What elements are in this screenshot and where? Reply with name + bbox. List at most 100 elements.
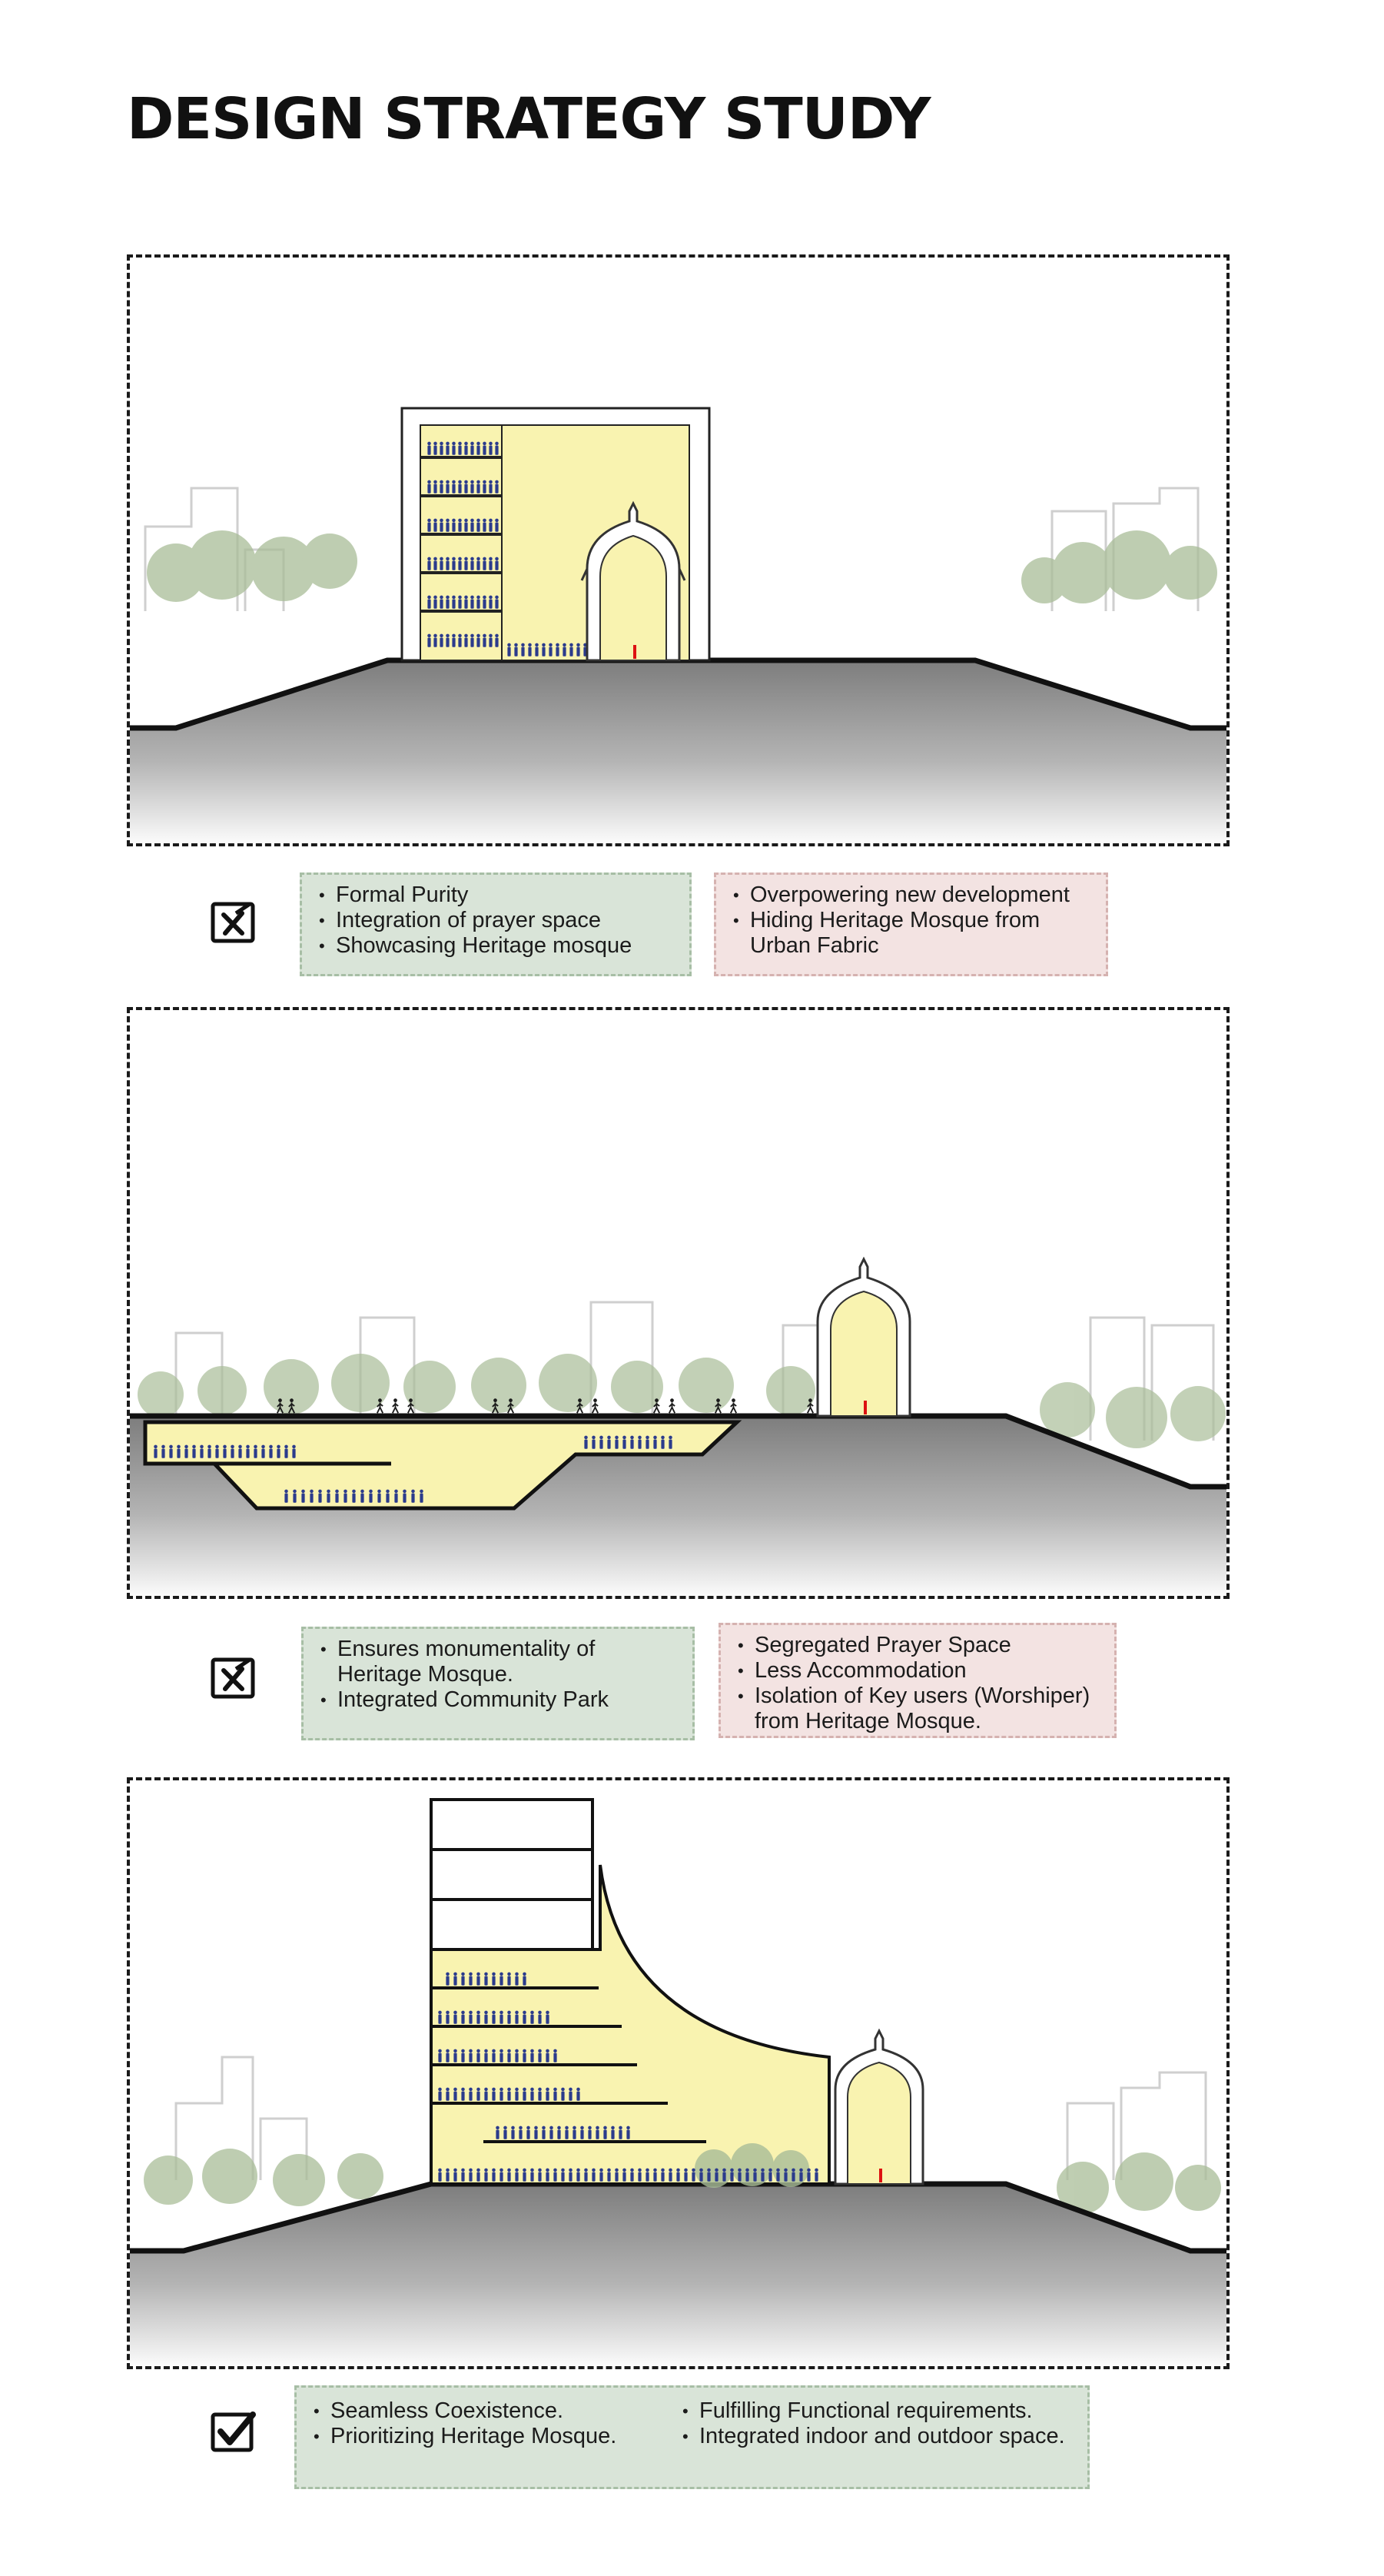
worshipper-figure: [438, 2087, 442, 2101]
worshipper-figure: [542, 643, 546, 656]
approved-checkbox-icon: [211, 2411, 256, 2452]
worshipper-figure: [215, 1444, 219, 1458]
worshipper-figure: [446, 633, 450, 647]
rejected-checkbox-icon: [211, 1657, 255, 1699]
worshipper-figure: [722, 2168, 726, 2182]
pros-item: Integrated Community Park: [319, 1687, 682, 1713]
worshipper-figure: [446, 1972, 450, 1986]
walker-figure: [591, 1398, 599, 1414]
worshipper-figure: [461, 2010, 465, 2024]
worshipper-figure: [592, 2168, 596, 2182]
worshipper-figure: [169, 1444, 173, 1458]
worshipper-figure: [534, 2126, 538, 2139]
worshipper-figure: [301, 1489, 305, 1503]
worshipper-figure: [489, 557, 493, 570]
worshipper-figure: [452, 595, 456, 609]
worshipper-figure: [483, 633, 486, 647]
worshipper-figure: [476, 2168, 480, 2182]
worshipper-figure: [470, 518, 474, 532]
worshipper-figure: [458, 557, 462, 570]
worshipper-figure: [483, 518, 486, 532]
worshipper-figure: [438, 2010, 442, 2024]
walker-figure: [729, 1398, 738, 1414]
worshipper-figure: [483, 595, 486, 609]
pros-item: Formal Purity: [317, 882, 679, 908]
worshipper-figure: [484, 2010, 488, 2024]
worshipper-figure: [386, 1489, 390, 1503]
worshipper-figure: [269, 1444, 273, 1458]
worshipper-figure: [470, 633, 474, 647]
cons-list-2: Segregated Prayer Space Less Accommodati…: [736, 1633, 1104, 1734]
worshipper-figure: [469, 1972, 473, 1986]
pros-box-1: Formal Purity Integration of prayer spac…: [300, 873, 692, 976]
worshipper-figure: [254, 1444, 257, 1458]
worshipper-figure: [344, 1489, 347, 1503]
worshipper-figure: [464, 480, 468, 494]
worshipper-figure: [638, 1435, 642, 1449]
worshipper-figure: [483, 480, 486, 494]
cons-box-1: Overpowering new development Hiding Heri…: [714, 873, 1108, 976]
worshipper-figure: [469, 2087, 473, 2101]
worshipper-figure: [492, 2010, 496, 2024]
worshipper-figure: [452, 480, 456, 494]
worshipper-figure: [563, 643, 566, 656]
worshipper-figure: [231, 1444, 234, 1458]
worshipper-figure: [223, 1444, 227, 1458]
worshipper-figure: [440, 441, 443, 455]
walker-figure: [668, 1398, 676, 1414]
worshipper-figure: [507, 1972, 511, 1986]
worshipper-figure: [569, 2087, 573, 2101]
heritage-mosque: [834, 2028, 924, 2185]
worshipper-figure: [440, 557, 443, 570]
worshipper-figure: [530, 2049, 534, 2062]
worshipper-figure: [440, 518, 443, 532]
worshipper-figure: [549, 643, 553, 656]
worshipper-figure: [500, 2168, 503, 2182]
worshipper-figure: [761, 2168, 765, 2182]
trees: [138, 1354, 1226, 1448]
worshipper-figure: [433, 595, 437, 609]
worshipper-figure: [815, 2168, 818, 2182]
worshipper-figure: [495, 480, 499, 494]
worshipper-figure: [177, 1444, 181, 1458]
worshipper-figure: [661, 2168, 665, 2182]
worshipper-figure: [519, 2126, 523, 2139]
worshipper-figure: [500, 2010, 503, 2024]
worshipper-figure: [476, 480, 480, 494]
worshipper-figure: [745, 2168, 749, 2182]
worshipper-figure: [538, 2049, 542, 2062]
worshipper-figure: [476, 2049, 480, 2062]
worshipper-figure: [799, 2168, 803, 2182]
pros-item: Seamless Coexistence.: [312, 2398, 650, 2424]
worshipper-figure: [495, 595, 499, 609]
worshipper-figure: [446, 518, 450, 532]
worshipper-figure: [200, 1444, 204, 1458]
pros-box-2: Ensures monumentality of Heritage Mosque…: [301, 1627, 695, 1740]
worshipper-figure: [553, 2049, 557, 2062]
worshipper-figure: [807, 2168, 811, 2182]
worshipper-figure: [369, 1489, 373, 1503]
worshipper-figure: [433, 480, 437, 494]
worshipper-figure: [470, 441, 474, 455]
pros-box-3: Seamless Coexistence. Prioritizing Herit…: [294, 2385, 1090, 2489]
worshipper-figure: [458, 441, 462, 455]
worshipper-figure: [489, 595, 493, 609]
worshipper-figure: [495, 557, 499, 570]
worshipper-figure: [615, 2168, 619, 2182]
worshipper-figure: [427, 633, 431, 647]
worshipper-figure: [530, 2168, 534, 2182]
pros-item: Integrated indoor and outdoor space.: [681, 2424, 1065, 2449]
worshipper-figure: [492, 1972, 496, 1986]
worshipper-figure: [646, 2168, 649, 2182]
worshipper-figure: [352, 1489, 356, 1503]
worshipper-figure: [607, 1435, 611, 1449]
worshipper-figure: [453, 2168, 457, 2182]
worshipper-figure: [730, 2168, 734, 2182]
worshipper-figure: [584, 1435, 588, 1449]
worshipper-figure: [523, 2010, 526, 2024]
worshipper-figure: [561, 2168, 565, 2182]
worshipper-figure: [715, 2168, 719, 2182]
heritage-mosque: [816, 1256, 911, 1418]
worshipper-figure: [452, 518, 456, 532]
worshipper-figure: [360, 1489, 364, 1503]
